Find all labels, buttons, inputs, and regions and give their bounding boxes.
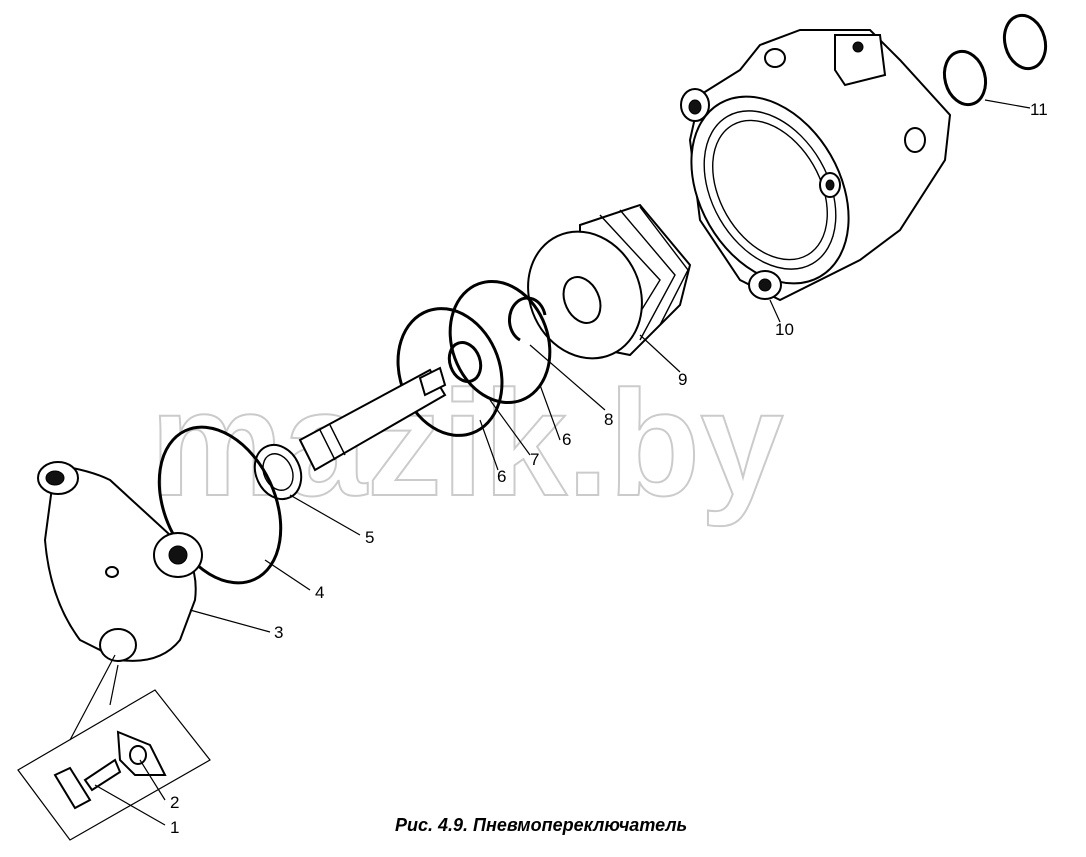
callout-9: 9 (678, 370, 687, 389)
part-retaining-ring (508, 296, 547, 342)
part-stem (253, 366, 447, 501)
part-housing (680, 29, 952, 302)
callout-6a: 6 (497, 467, 506, 486)
callout-3: 3 (274, 623, 283, 642)
callout-11: 11 (1030, 100, 1048, 119)
callout-8: 8 (604, 410, 613, 429)
callout-6b: 6 (562, 430, 571, 449)
part-piston (527, 203, 692, 360)
callout-1: 1 (170, 818, 179, 837)
watermark: mazik.by (150, 359, 784, 527)
part-large-o-ring (157, 425, 283, 585)
figure-caption: Рис. 4.9. Пневмопереключатель (395, 815, 688, 835)
callout-labels: 1 2 3 4 5 6 6 7 8 9 10 11 (170, 100, 1048, 837)
callout-5: 5 (365, 528, 374, 547)
callout-7: 7 (530, 450, 539, 469)
part-o-rings (942, 13, 1048, 107)
callout-10: 10 (775, 320, 794, 339)
part-cover (37, 461, 203, 662)
callout-4: 4 (315, 583, 324, 602)
leader-lines (94, 99, 1031, 826)
part-bolt-inset (17, 654, 211, 841)
callout-2: 2 (170, 793, 179, 812)
